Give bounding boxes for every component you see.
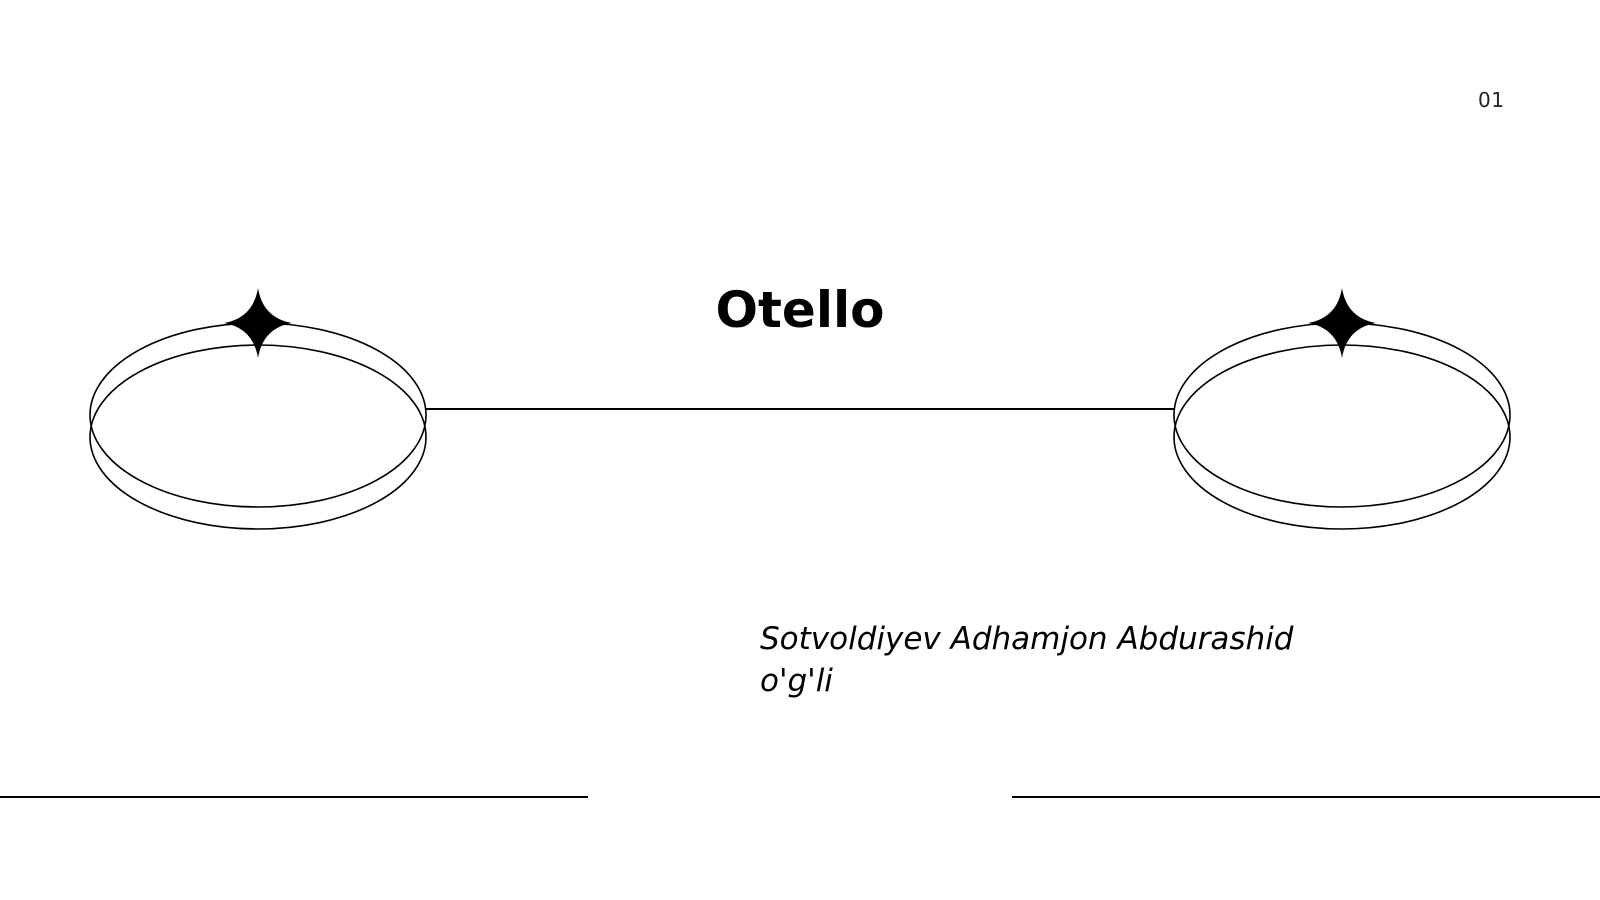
- right-ring-icon: [1173, 288, 1511, 530]
- author-name: Sotvoldiyev Adhamjon Abdurashid o'g'li: [760, 618, 1320, 702]
- slide-title: Otello: [715, 281, 885, 339]
- author-name-line-2: o'g'li: [760, 663, 833, 699]
- author-name-line-1: Sotvoldiyev Adhamjon Abdurashid: [760, 621, 1294, 657]
- slide-number: 01: [1478, 88, 1505, 112]
- right-sparkle-icon: [1308, 288, 1376, 358]
- left-sparkle-icon: [224, 288, 292, 358]
- left-ring-icon: [89, 288, 427, 530]
